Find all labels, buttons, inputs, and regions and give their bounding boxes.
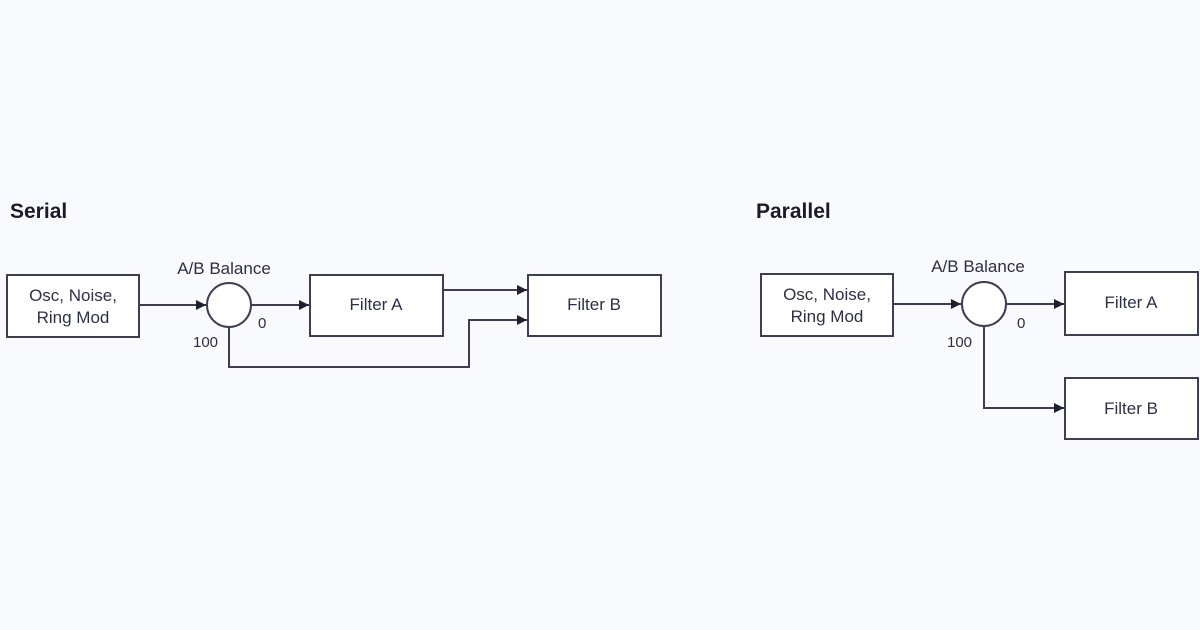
parallel-label-zero: 0: [1017, 315, 1025, 332]
parallel-source-box: Osc, Noise, Ring Mod: [760, 273, 894, 337]
serial-label-zero: 0: [258, 315, 266, 332]
parallel-filter-a-label: Filter A: [1105, 293, 1159, 312]
serial-filter-a-box: Filter A: [309, 274, 444, 337]
serial-title: Serial: [10, 200, 67, 223]
parallel-filter-b-label: Filter B: [1104, 399, 1158, 418]
serial-label-hundred: 100: [193, 334, 218, 351]
parallel-balance-label: A/B Balance: [931, 257, 1025, 276]
parallel-title: Parallel: [756, 200, 831, 223]
serial-filter-a-label: Filter A: [350, 295, 404, 314]
parallel-diagram: Parallel Osc, Noise, Ring Mod A/B Balanc…: [756, 200, 1199, 440]
parallel-filter-a-box: Filter A: [1064, 271, 1199, 336]
serial-wire-mixer-to-filter-b: [228, 315, 527, 368]
serial-source-label-line2: Ring Mod: [37, 308, 110, 327]
serial-source-label-line1: Osc, Noise,: [29, 286, 117, 305]
serial-balance-label: A/B Balance: [177, 259, 271, 278]
parallel-source-label-line1: Osc, Noise,: [783, 285, 871, 304]
serial-balance-mixer: [206, 282, 252, 328]
parallel-filter-b-box: Filter B: [1064, 377, 1199, 440]
serial-filter-b-label: Filter B: [567, 295, 621, 314]
parallel-label-hundred: 100: [947, 334, 972, 351]
parallel-source-label-line2: Ring Mod: [791, 307, 864, 326]
parallel-balance-mixer: [961, 281, 1007, 327]
serial-filter-b-box: Filter B: [527, 274, 662, 337]
parallel-wire-mixer-to-filter-b: [983, 326, 1064, 413]
serial-source-box: Osc, Noise, Ring Mod: [6, 274, 140, 338]
serial-diagram: Serial Osc, Noise, Ring Mod A/B Balance …: [6, 200, 662, 368]
